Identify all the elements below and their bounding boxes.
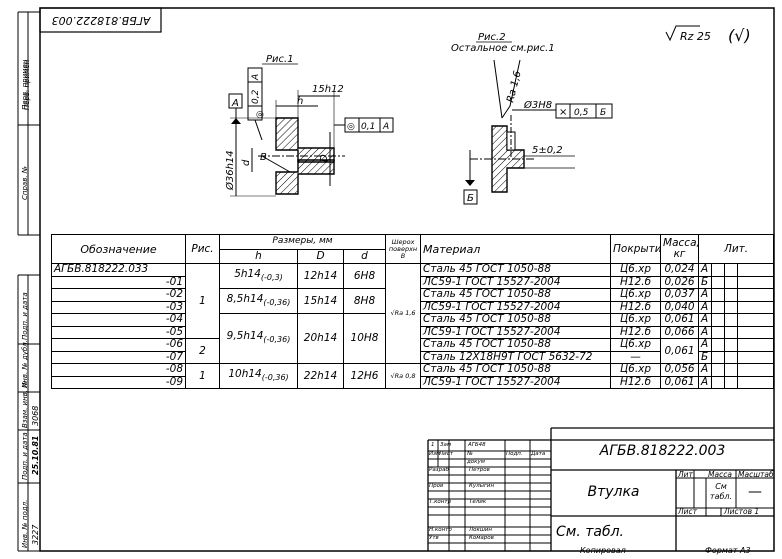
side-label-podp2-val: 25.10.81 (31, 435, 40, 475)
fig2-hole: Ø3H8 (523, 99, 552, 111)
fig1-runout-datum: A (251, 74, 261, 81)
h-cell-2: 9,5h14(-0,36) (219, 313, 298, 364)
tb-mass-val: См табл. (709, 482, 733, 501)
side-label-podp1: Подп. и дата (21, 292, 29, 340)
table-row: АГБВ.818222.033 1 5h14(-0,3) 12h14 6H8 √… (51, 263, 775, 364)
fig2-pos-symbol: × (559, 107, 567, 118)
side-label-podp2: Подп. и дата (21, 432, 29, 480)
ra-cell-2: √Ra 0,8 (385, 363, 422, 389)
table-row: -06 2 Сталь 45 ГОСТ 1050-88 Ц6.хр 0,061 … (51, 338, 775, 364)
th-designation: Обозначение (51, 234, 186, 264)
tb-scale: Масштаб (738, 470, 774, 479)
tb-mass: Масса (708, 470, 732, 479)
th-d: d (342, 248, 387, 264)
h-cell-3: 10h14(-0,36) (219, 363, 298, 389)
fig2-subtitle: Остальное см.рис.1 (451, 43, 555, 54)
tb-doc-no: АГБВ.818222.003 (599, 443, 726, 459)
tb-sheet: Лист (678, 507, 698, 516)
tb-copied: Копировал (580, 546, 626, 555)
th-coating: Покрытие (610, 234, 662, 264)
fig1-dim-d: d (241, 159, 252, 166)
th-rough: Шерох поверхн B (385, 234, 422, 264)
fig1-face-runout-datum: A (382, 122, 389, 132)
th-D: D (297, 248, 344, 264)
table-row: -03 ЛС59-1 ГОСТ 15527-2004 Н12.б 0,040 A (51, 300, 775, 314)
table-row: -05 ЛС59-1 ГОСТ 15527-2004 Н12.б 0,066 A (51, 325, 775, 339)
fig1-runout: 0,2 (251, 89, 261, 104)
fig1-title: Рис.1 (266, 54, 294, 65)
fig1-label-b: B (260, 152, 267, 163)
side-label-perv-text: Перв. примен (21, 59, 29, 110)
title-block-frame (427, 427, 774, 551)
side-label-vzam-no: 3068 (31, 405, 40, 426)
fig-cell-1: 1 (185, 263, 220, 339)
mass-merged: 0,061 (660, 338, 700, 364)
tb-scale-val: — (748, 484, 762, 500)
ra-cell-1: √Ra 1,6 (385, 263, 422, 364)
side-label-inv-podl: Инв. № подл. (21, 499, 29, 548)
th-mass: Масса, кг (660, 234, 700, 264)
th-lit: Лит. (698, 234, 775, 264)
table-row: -08 1 10h14(-0,36) 22h14 12H6 √Ra 0,8 Ст… (51, 363, 775, 389)
side-label-vzam: Взам. инв. № (21, 380, 29, 428)
tb-sheets: Листов 1 (724, 507, 760, 516)
fig2-ra: Ra 1,6 (505, 70, 523, 104)
tb-material: См. табл. (556, 524, 625, 540)
h-cell-0: 5h14(-0,3) (219, 263, 298, 289)
fig1-face-runout: 0,1 (361, 122, 375, 132)
fig-cell-2: 2 (185, 338, 220, 364)
table-row: -01 ЛС59-1 ГОСТ 15527-2004 Н12.б 0,026 Б (51, 275, 775, 289)
fig2-pos-datum: Б (600, 108, 606, 118)
side-label-sprav: Справ. № (21, 165, 29, 200)
tb-name: Втулка (587, 484, 640, 500)
th-fig: Рис. (185, 234, 220, 264)
th-h: h (219, 248, 298, 264)
tb-format: Формат А3 (705, 546, 751, 555)
fig1-dim-15h12: 15h12 (312, 84, 344, 95)
table-row: -09 ЛС59-1 ГОСТ 15527-2004 Н12.б 0,061 A (51, 375, 775, 389)
side-label-inv-podl-no: 3227 (31, 524, 40, 545)
table-row: -02 8,5h14(-0,36) 15h14 8H8 Сталь 45 ГОС… (51, 288, 775, 314)
fig2-title: Рис.2 (478, 32, 506, 43)
fig2-datum-b: Б (467, 193, 474, 204)
tb-lit: Лит (678, 470, 693, 479)
spec-table: Обозначение Рис. Размеры, мм Шерох повер… (51, 234, 775, 389)
top-stamp: АГБВ.818222.003 (51, 14, 151, 27)
h-cell-1: 8,5h14(-0,36) (219, 288, 298, 314)
fig1-dim-D: D (319, 154, 330, 162)
fig1-drawing: Рис.1 A A 0,2 ◎ 15h12 h ◎ 0,1 A Ø36h14 d… (224, 54, 394, 197)
th-material: Материал (420, 234, 612, 264)
fig1-runout-symbol: ◎ (256, 110, 264, 120)
th-sizes: Размеры, мм (218, 234, 387, 250)
roughness-general-other: (√) (728, 26, 751, 45)
fig-cell-3: 1 (185, 363, 220, 389)
fig2-drawing: Рис.2 Остальное см.рис.1 Ra 1,6 Ø3H8 × 0… (451, 32, 613, 205)
table-row: -07 Сталь 12Х18Н9Т ГОСТ 5632-72 — Б (51, 350, 775, 364)
fig2-dim-5: 5±0,2 (532, 145, 563, 156)
fig1-dim-h: h (297, 96, 303, 107)
roughness-general-value: Rz 25 (680, 30, 711, 43)
fig1-datum-a: A (231, 98, 239, 109)
fig1-face-runout-symbol: ◎ (347, 122, 355, 132)
fig1-dim-d36: Ø36h14 (224, 150, 236, 191)
fig2-pos-tol: 0,5 (574, 108, 589, 118)
